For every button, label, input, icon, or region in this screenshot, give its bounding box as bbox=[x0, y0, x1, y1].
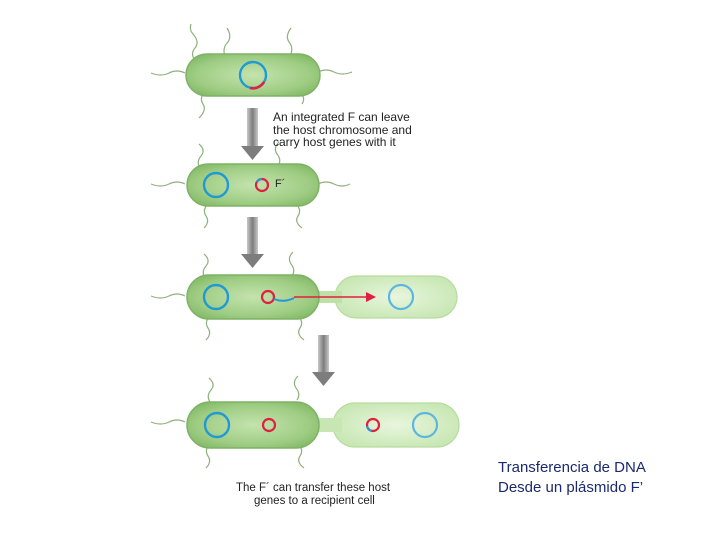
recipient-1-chromosome bbox=[387, 283, 415, 311]
arrow-3 bbox=[312, 335, 335, 386]
plasmid-label: F´ bbox=[275, 178, 286, 190]
cell-2-chromosome bbox=[202, 171, 230, 199]
note-top-line-3: carry host genes with it bbox=[273, 135, 396, 149]
cell-1-integrated-f bbox=[249, 81, 266, 90]
cell-2 bbox=[186, 163, 320, 207]
note-bottom-line-1: The F´ can transfer these host bbox=[236, 482, 391, 494]
arrow-2 bbox=[241, 217, 264, 268]
cell-1 bbox=[185, 53, 321, 97]
caption: Transferencia de DNA Desde un plásmido F… bbox=[498, 458, 646, 498]
cell-3-f-plasmid bbox=[260, 289, 276, 305]
note-top-line-2: the host chromosome and bbox=[273, 122, 412, 137]
recipient-cell-2 bbox=[332, 402, 460, 448]
cell-2-flagella bbox=[150, 141, 351, 229]
cell-4-chromosome bbox=[203, 411, 231, 439]
caption-line-2: Desde un plásmido F’ bbox=[498, 479, 644, 496]
caption-line-1: Transferencia de DNA bbox=[498, 459, 646, 476]
note-top: An integrated F can leave the host chrom… bbox=[273, 111, 412, 149]
note-bottom: The F´ can transfer these host genes to … bbox=[236, 482, 390, 507]
recipient-2-f-plasmid bbox=[365, 417, 381, 433]
arrow-1 bbox=[241, 108, 264, 160]
cell-4-f-plasmid bbox=[261, 417, 277, 433]
cell-4 bbox=[186, 401, 320, 449]
note-bottom-line-2: genes to a recipient cell bbox=[254, 494, 375, 507]
recipient-2-chromosome bbox=[411, 411, 439, 439]
cell-3-chromosome bbox=[202, 283, 230, 311]
note-top-line-1: An integrated F can leave bbox=[273, 110, 410, 124]
